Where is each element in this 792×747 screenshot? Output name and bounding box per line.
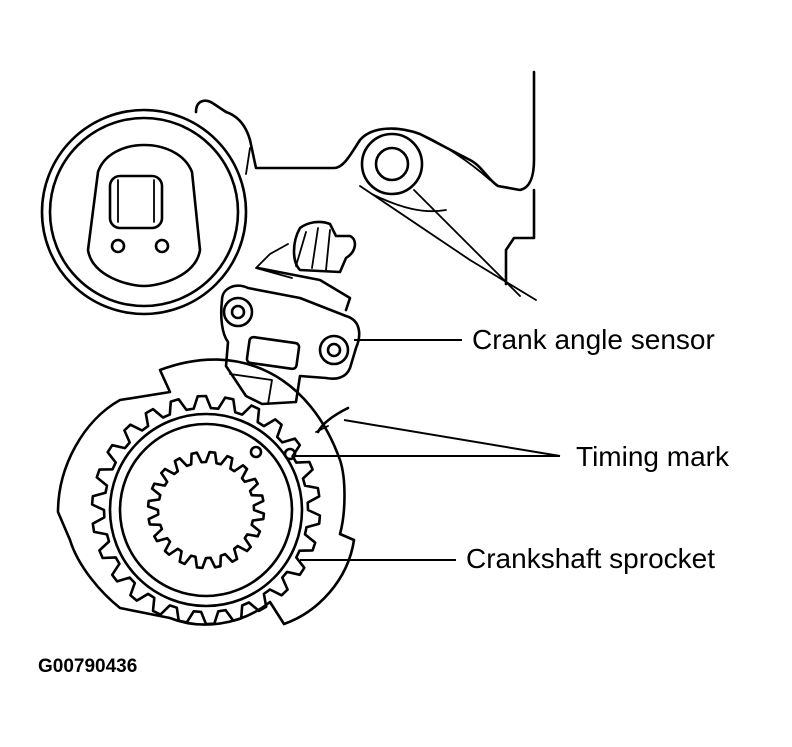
engine-block <box>194 70 536 286</box>
figure-id: G00790436 <box>38 656 137 677</box>
label-crank-angle-sensor: Crank angle sensor <box>472 324 715 355</box>
leader-lines <box>294 339 561 561</box>
sensor-rotor-plate <box>56 358 356 626</box>
idler-pulley <box>359 132 537 301</box>
label-crankshaft-sprocket: Crankshaft sprocket <box>466 543 715 574</box>
label-timing-mark: Timing mark <box>576 441 730 472</box>
crankshaft-sprocket <box>90 394 322 626</box>
crank-angle-sensor <box>219 220 361 406</box>
camshaft-pulley <box>40 108 248 316</box>
